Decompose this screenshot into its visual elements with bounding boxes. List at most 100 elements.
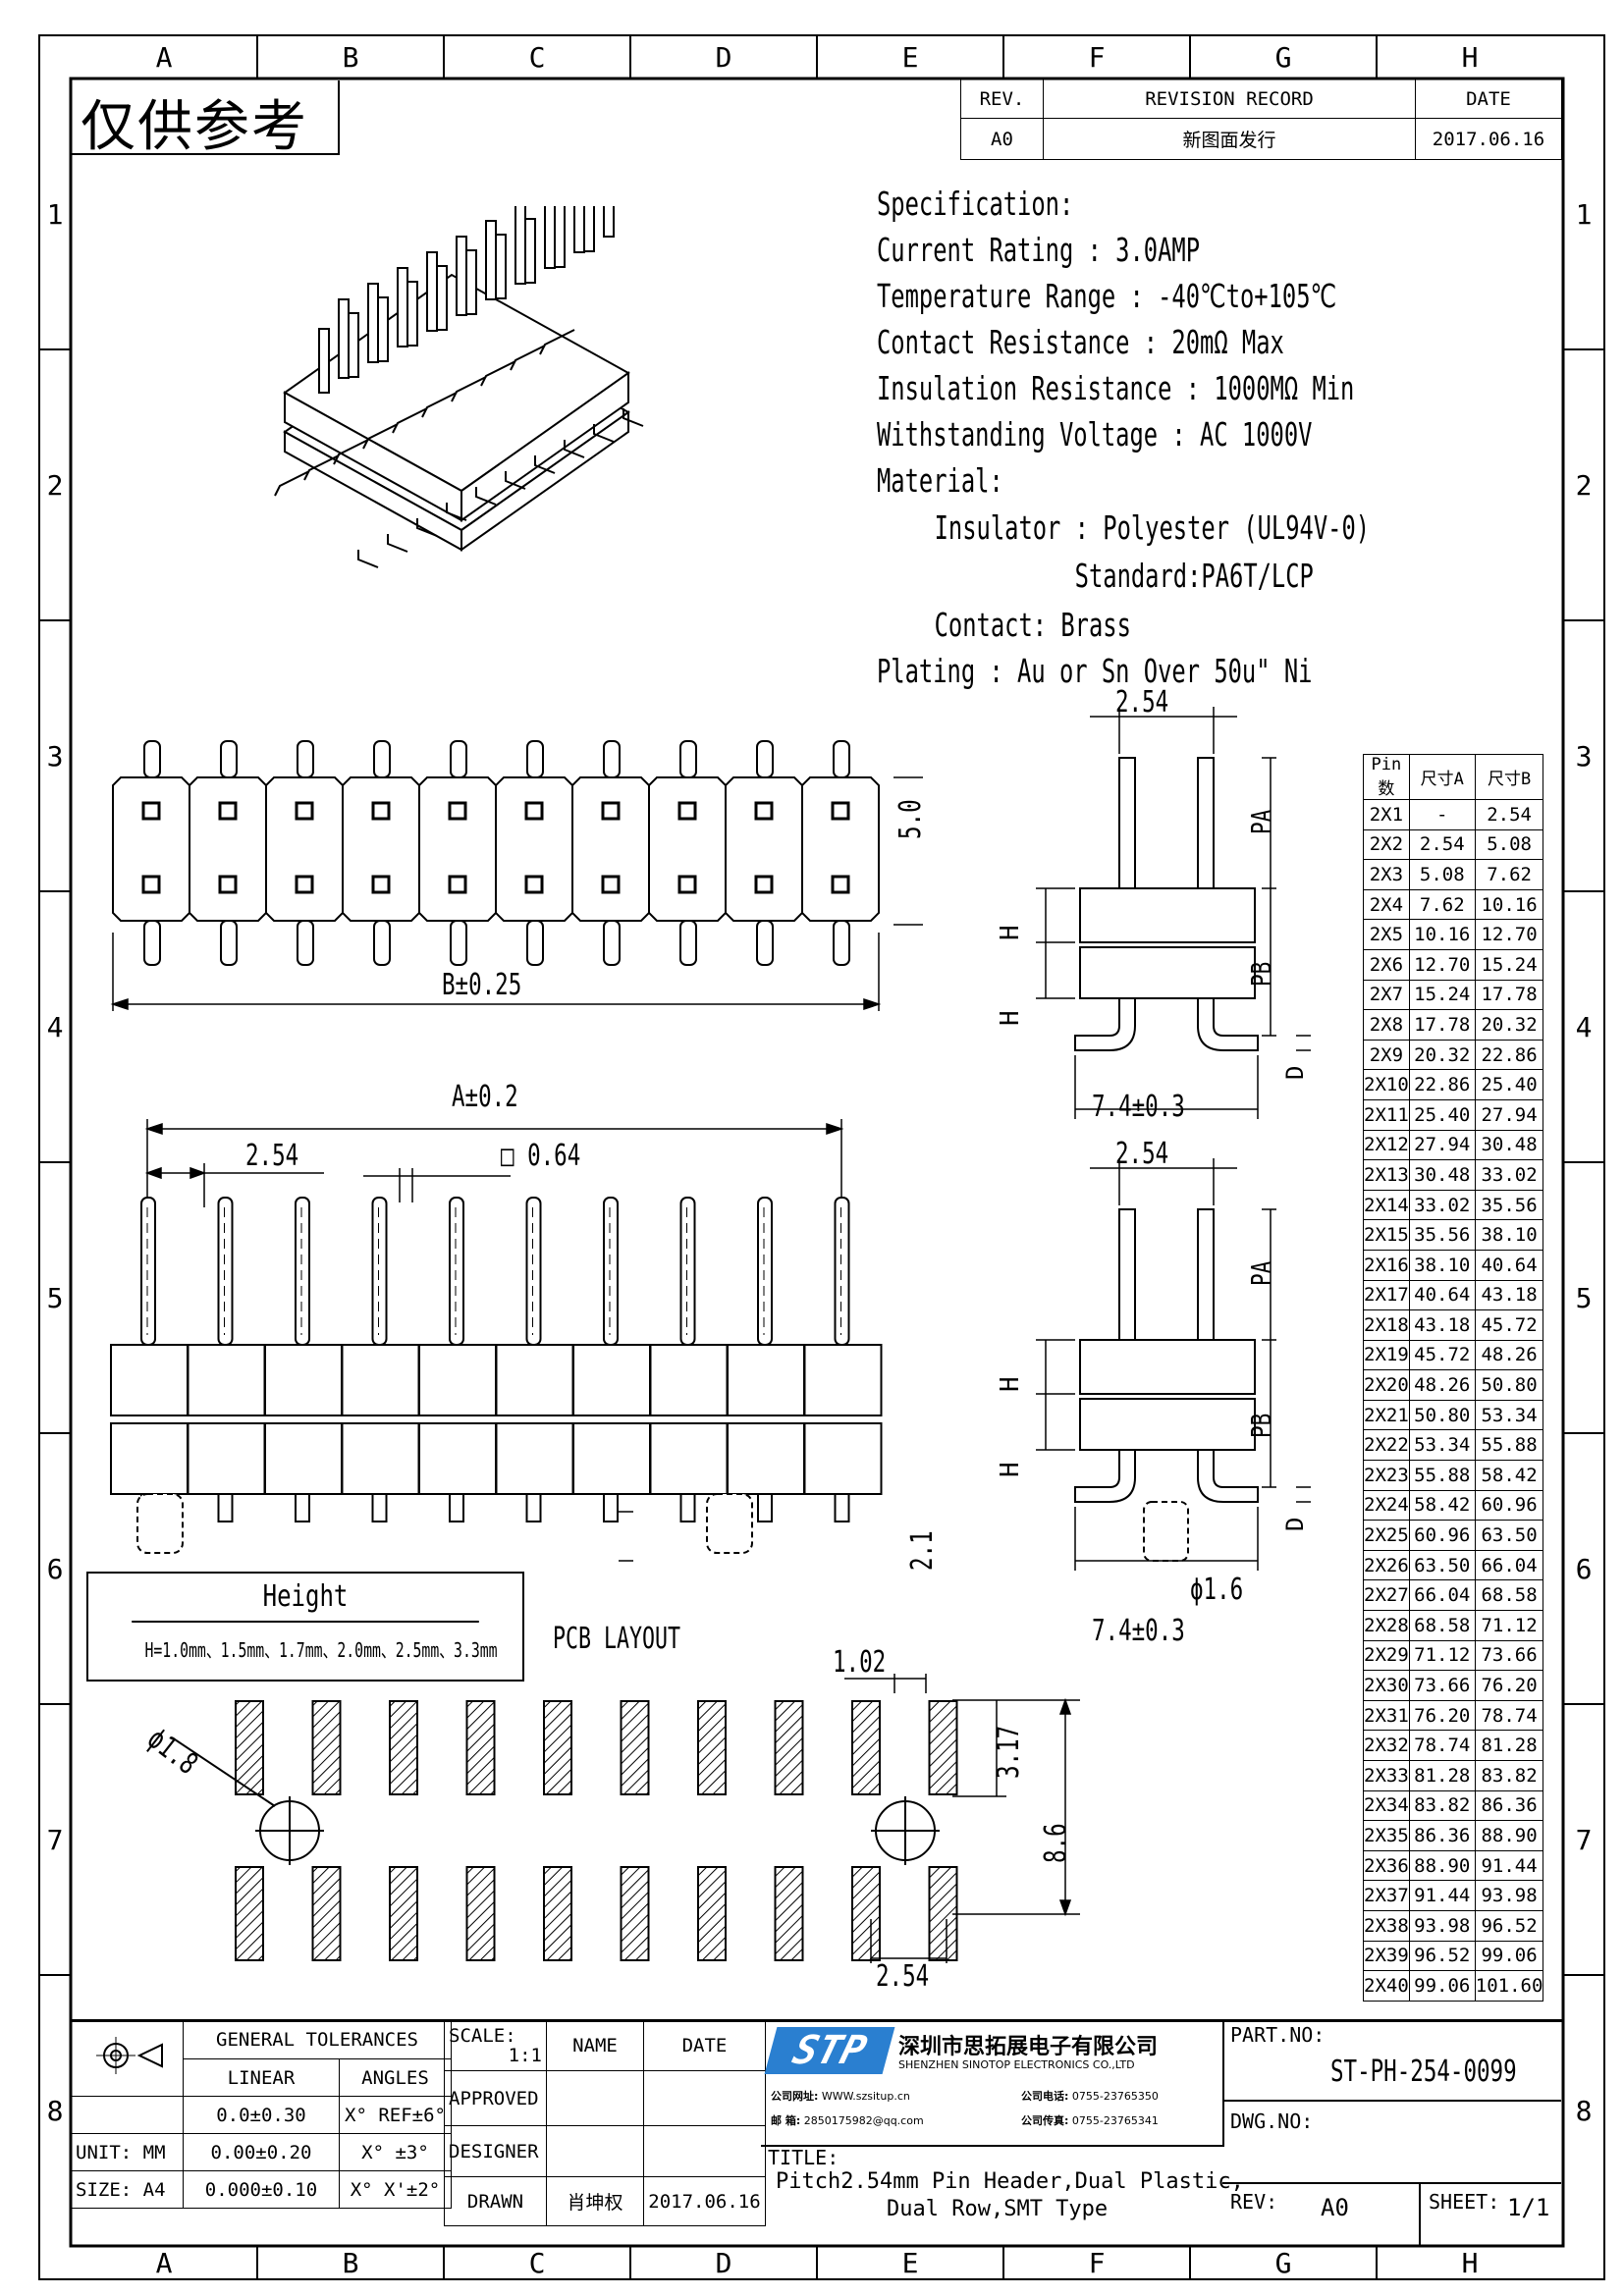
dim-b-cell: 88.90: [1474, 1820, 1544, 1851]
zone-column-label: G: [1275, 2247, 1292, 2279]
front-housing-lower: [341, 1422, 420, 1495]
pin-count-cell: 2X31: [1363, 1699, 1410, 1732]
col-dim-b: 尺寸B: [1474, 754, 1544, 800]
front-housing-lower: [418, 1422, 497, 1495]
dim-b-cell: 93.98: [1474, 1880, 1544, 1911]
dim-b-cell: 27.94: [1474, 1098, 1544, 1131]
pin-count-cell: 2X23: [1363, 1460, 1410, 1491]
pin-count-cell: 2X5: [1363, 919, 1410, 950]
pcb-pad: [311, 1700, 342, 1795]
pin-count-cell: 2X21: [1363, 1399, 1410, 1431]
pcb-pad: [620, 1700, 650, 1795]
top-view: [110, 740, 923, 1011]
iso-leg: [593, 424, 615, 443]
pcb-layout-title: PCB LAYOUT: [553, 1622, 681, 1656]
pcb-pad: [235, 1866, 264, 1961]
part-block: PART.NO: ST-PH-254-0099 DWG.NO: REV: A0 …: [1222, 2019, 1563, 2246]
dim-pad-row: 3.17: [992, 1725, 1026, 1779]
dim-a-cell: 38.10: [1408, 1249, 1476, 1281]
pin-count-cell: 2X9: [1363, 1039, 1410, 1071]
zone-column-label: C: [529, 2247, 546, 2279]
iso-pin: [544, 206, 556, 269]
spec-line: Specification:: [877, 185, 1074, 223]
zone-column-label: G: [1275, 41, 1292, 74]
pin-count-cell: 2X40: [1363, 1970, 1410, 2002]
company-block: STP 深圳市思拓展电子有限公司 SHENZHEN SINOTOP ELECTR…: [761, 2019, 1224, 2147]
dwg-label: DWG.NO:: [1230, 2109, 1314, 2133]
zone-column-label: F: [1089, 2247, 1106, 2279]
dim-b-cell: 53.34: [1474, 1399, 1544, 1431]
dim-front-width: A±0.2: [452, 1080, 518, 1114]
top-housing-cell: [112, 776, 190, 922]
dim-a-cell: 93.98: [1408, 1909, 1476, 1942]
side-leg: [1074, 997, 1136, 1051]
front-housing-upper: [727, 1344, 805, 1416]
pin-count-cell: 2X22: [1363, 1429, 1410, 1462]
pcb-pad: [774, 1866, 804, 1961]
pcb-pad: [389, 1866, 418, 1961]
pin-count-cell: 2X32: [1363, 1730, 1410, 1761]
spec-line: Standard:PA6T/LCP: [906, 557, 1314, 595]
spec-line: Temperature Range : -40℃to+105℃: [877, 277, 1337, 315]
dim-b-cell: 40.64: [1474, 1249, 1544, 1281]
front-housing-upper: [495, 1344, 574, 1416]
front-housing-upper: [110, 1344, 189, 1416]
pcb-pad: [235, 1700, 264, 1795]
dim-a-cell: 20.32: [1408, 1039, 1476, 1071]
pin-count-cell: 2X24: [1363, 1489, 1410, 1522]
zone-row-label: 7: [1576, 1824, 1593, 1856]
date-header: DATE: [1415, 79, 1562, 119]
projection-icon: [95, 2037, 163, 2074]
top-pin-square: [218, 875, 238, 894]
side1-h2: H: [996, 1010, 1025, 1026]
zone-column-label: C: [529, 41, 546, 74]
company-tel: 公司电话: 0755-23765350: [1021, 2088, 1159, 2104]
dim-b-cell: 48.26: [1474, 1339, 1544, 1371]
iso-leg: [505, 471, 526, 490]
dim-post: 2.1: [905, 1530, 940, 1571]
pin-count-cell: 2X3: [1363, 859, 1410, 890]
dim-a-cell: 78.74: [1408, 1730, 1476, 1761]
spec-line: Contact: Brass: [906, 606, 1131, 644]
side-leg: [1074, 1449, 1136, 1503]
drawn-label: DRAWN: [444, 2176, 547, 2226]
spec-line: Material:: [877, 461, 1003, 500]
iso-pin: [465, 249, 477, 315]
mail-label: 邮 箱:: [771, 2114, 801, 2127]
dim-b-cell: 45.72: [1474, 1309, 1544, 1341]
dwg-cell: [1222, 2100, 1561, 2184]
pin-count-cell: 2X29: [1363, 1639, 1410, 1672]
iso-leg: [623, 408, 644, 427]
iso-leg: [333, 439, 369, 465]
tol-linear-2: 0.00±0.20: [183, 2133, 340, 2171]
side-pin: [1118, 757, 1136, 891]
side2-pa: PA: [1245, 1260, 1277, 1286]
front-housing-lower: [110, 1422, 189, 1495]
top-pin-square: [295, 875, 314, 894]
front-post: [136, 1493, 184, 1554]
title-label: TITLE:: [768, 2146, 839, 2169]
top-pin-tail: [526, 740, 544, 778]
front-pin-leg: [603, 1493, 619, 1522]
dim-b-cell: 68.58: [1474, 1579, 1544, 1612]
revision-table: REV. REVISION RECORD DATE A0 新图面发行 2017.…: [960, 79, 1562, 160]
side-housing-upper: [1079, 1339, 1256, 1395]
dim-b-cell: 43.18: [1474, 1279, 1544, 1311]
pin-count-cell: 2X16: [1363, 1249, 1410, 1281]
revision-record-value: 新图面发行: [1043, 118, 1416, 160]
pcb-pad: [620, 1866, 650, 1961]
company-mail: 邮 箱: 2850175982@qq.com: [771, 2112, 924, 2128]
top-housing-cell: [571, 776, 650, 922]
pin-count-cell: 2X11: [1363, 1098, 1410, 1131]
